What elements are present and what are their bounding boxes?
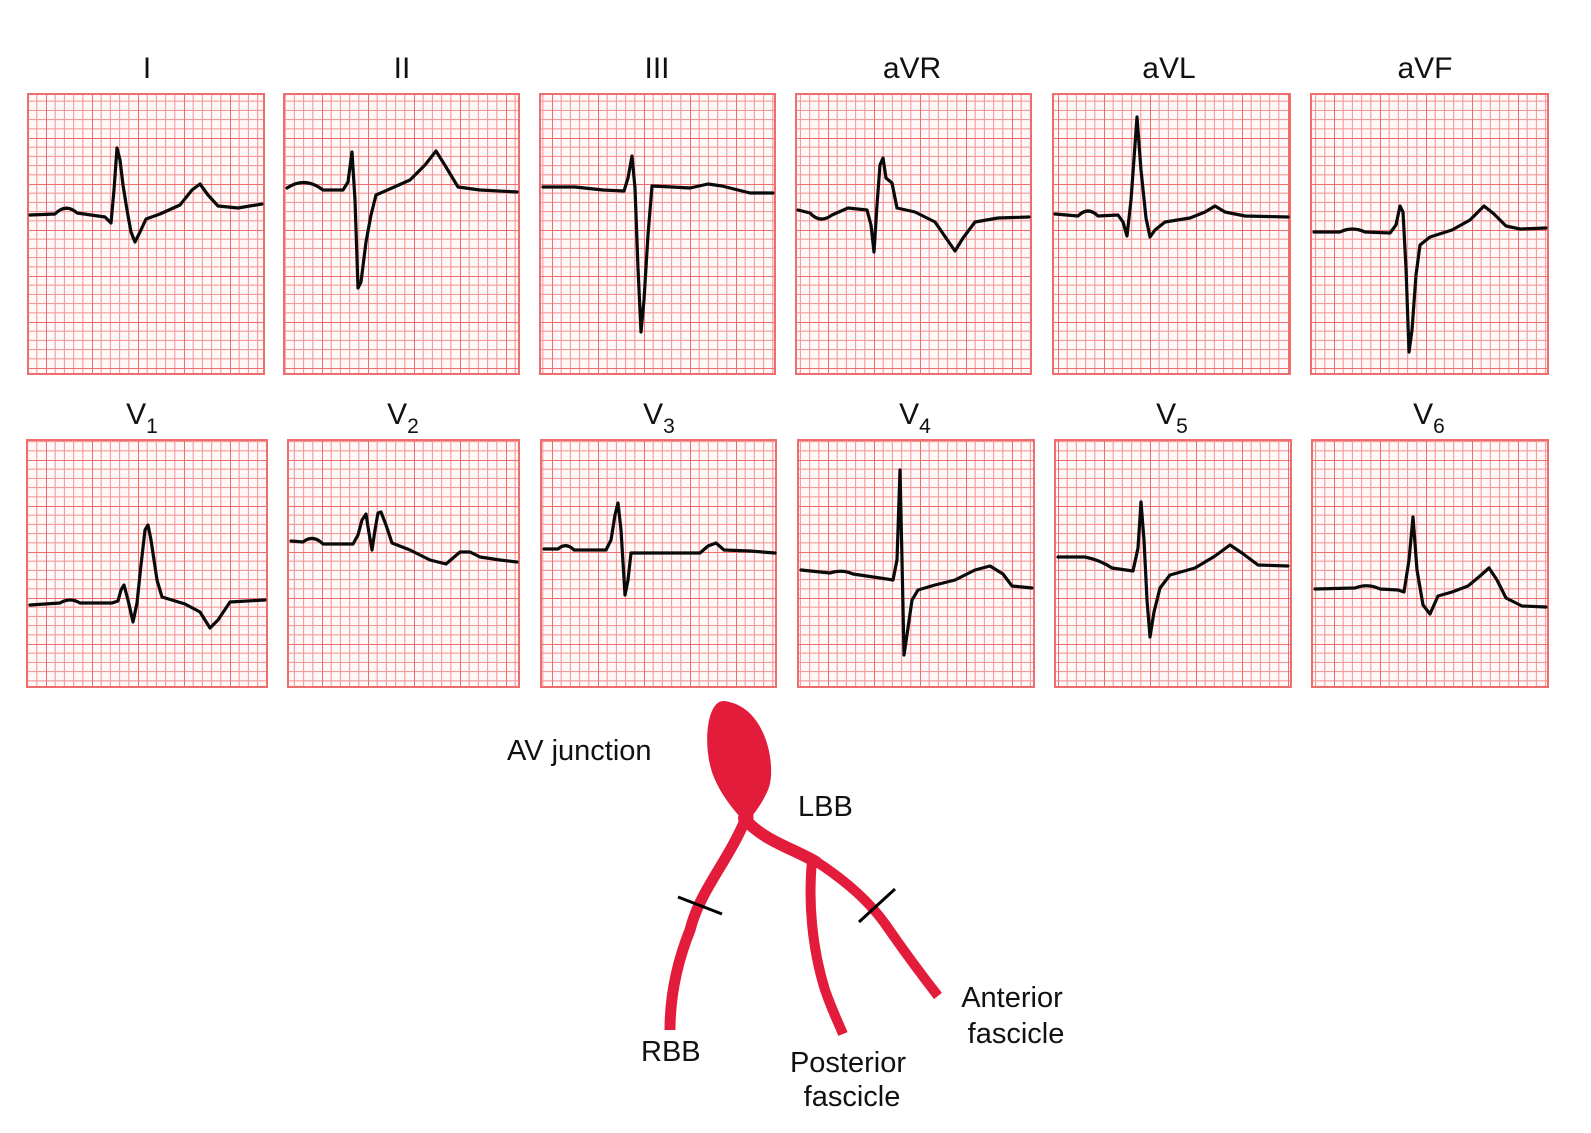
ecg-trace-V6 — [1313, 515, 1548, 616]
lead-label-II: II — [394, 52, 411, 85]
label-lbb: LBB — [798, 791, 853, 823]
ecg-grid-area — [26, 439, 268, 688]
rbb-block-marker — [677, 895, 723, 916]
lead-panel-aVR: aVR — [795, 52, 1032, 375]
lead-panel-V1: V1 — [26, 398, 268, 688]
ecg-trace-V1 — [28, 523, 267, 630]
label-anterior-line2: fascicle — [968, 1018, 1065, 1050]
ecg-trace-V5 — [1056, 500, 1290, 639]
ecg-trace-I — [28, 146, 264, 244]
lead-panel-aVF: aVF — [1310, 52, 1549, 375]
ecg-grid-area — [1052, 93, 1291, 375]
anterior-fascicle-branch — [811, 855, 942, 1000]
ecg-trace-aVF — [1312, 204, 1548, 354]
label-posterior-line1: Posterior — [790, 1047, 906, 1079]
lead-name: II — [394, 52, 411, 85]
lead-name: aVL — [1142, 52, 1195, 85]
right-bundle-branch — [664, 815, 752, 1031]
lead-panel-V3: V3 — [540, 398, 777, 688]
label-av-junction: AV junction — [507, 735, 652, 767]
ecg-grid-area — [1054, 439, 1292, 688]
lead-subscript: 1 — [146, 415, 158, 438]
label-anterior-fascicle: Anterior fascicle — [961, 982, 1071, 1050]
left-bundle-branch — [738, 812, 822, 868]
lead-label-V2: V2 — [387, 398, 419, 438]
lead-panel-III: III — [539, 52, 776, 375]
label-posterior-fascicle: Posterior fascicle — [790, 1047, 914, 1113]
ecg-trace-aVR — [796, 156, 1031, 254]
label-posterior-line2: fascicle — [804, 1081, 901, 1113]
lead-name: V — [1413, 398, 1433, 431]
anterior-fascicle-block-marker — [857, 887, 897, 924]
lead-label-aVF: aVF — [1397, 52, 1452, 85]
ecg-trace-V3 — [542, 501, 777, 597]
lead-label-I: I — [143, 52, 151, 85]
lead-subscript: 5 — [1176, 415, 1188, 438]
lead-subscript: 4 — [919, 415, 931, 438]
ecg-grid-area — [539, 93, 776, 375]
lead-panel-II: II — [283, 52, 520, 375]
lead-label-aVL: aVL — [1142, 52, 1195, 85]
lead-subscript: 3 — [663, 415, 675, 438]
ecg-grid-area — [1311, 439, 1549, 688]
lead-label-aVR: aVR — [883, 52, 941, 85]
ecg-grid-area — [287, 439, 520, 688]
ecg-grid-area — [27, 93, 265, 375]
lead-label-V6: V6 — [1413, 398, 1445, 438]
ecg-grid-area — [540, 439, 777, 688]
ecg-trace-III — [541, 154, 775, 334]
lead-name: V — [126, 398, 146, 431]
lead-label-V5: V5 — [1156, 398, 1188, 438]
lead-label-V1: V1 — [126, 398, 158, 438]
conduction-system-diagram: AV junction LBB RBB Posterior fascicle A… — [507, 700, 1071, 1113]
lead-label-III: III — [644, 52, 669, 85]
ecg-grid-area — [283, 93, 520, 375]
ecg-trace-V4 — [799, 468, 1034, 657]
lead-panel-aVL: aVL — [1052, 52, 1291, 375]
lead-label-V4: V4 — [899, 398, 931, 438]
av-junction-node — [707, 700, 772, 823]
lead-name: V — [1156, 398, 1176, 431]
ecg-trace-V2 — [289, 510, 519, 566]
lead-subscript: 2 — [407, 415, 419, 438]
lead-name: V — [899, 398, 919, 431]
lead-panel-I: I — [27, 52, 265, 375]
lead-name: I — [143, 52, 151, 85]
lead-panel-V2: V2 — [287, 398, 520, 688]
posterior-fascicle-branch — [805, 859, 848, 1036]
lead-panel-V5: V5 — [1054, 398, 1292, 688]
lead-panel-V6: V6 — [1311, 398, 1549, 688]
ecg-trace-II — [285, 149, 519, 290]
lead-subscript: 6 — [1433, 415, 1445, 438]
ecg-grid-area — [1310, 93, 1549, 375]
lead-name: V — [387, 398, 407, 431]
lead-name: aVR — [883, 52, 941, 85]
ecg-grid-area — [795, 93, 1032, 375]
label-rbb: RBB — [641, 1036, 701, 1068]
label-anterior-line1: Anterior — [961, 982, 1063, 1014]
lead-name: III — [644, 52, 669, 85]
lead-label-V3: V3 — [643, 398, 675, 438]
lead-name: V — [643, 398, 663, 431]
ecg-trace-aVL — [1053, 115, 1290, 239]
lead-panel-V4: V4 — [797, 398, 1035, 688]
ecg-grid-area — [797, 439, 1035, 688]
lead-name: aVF — [1397, 52, 1452, 85]
